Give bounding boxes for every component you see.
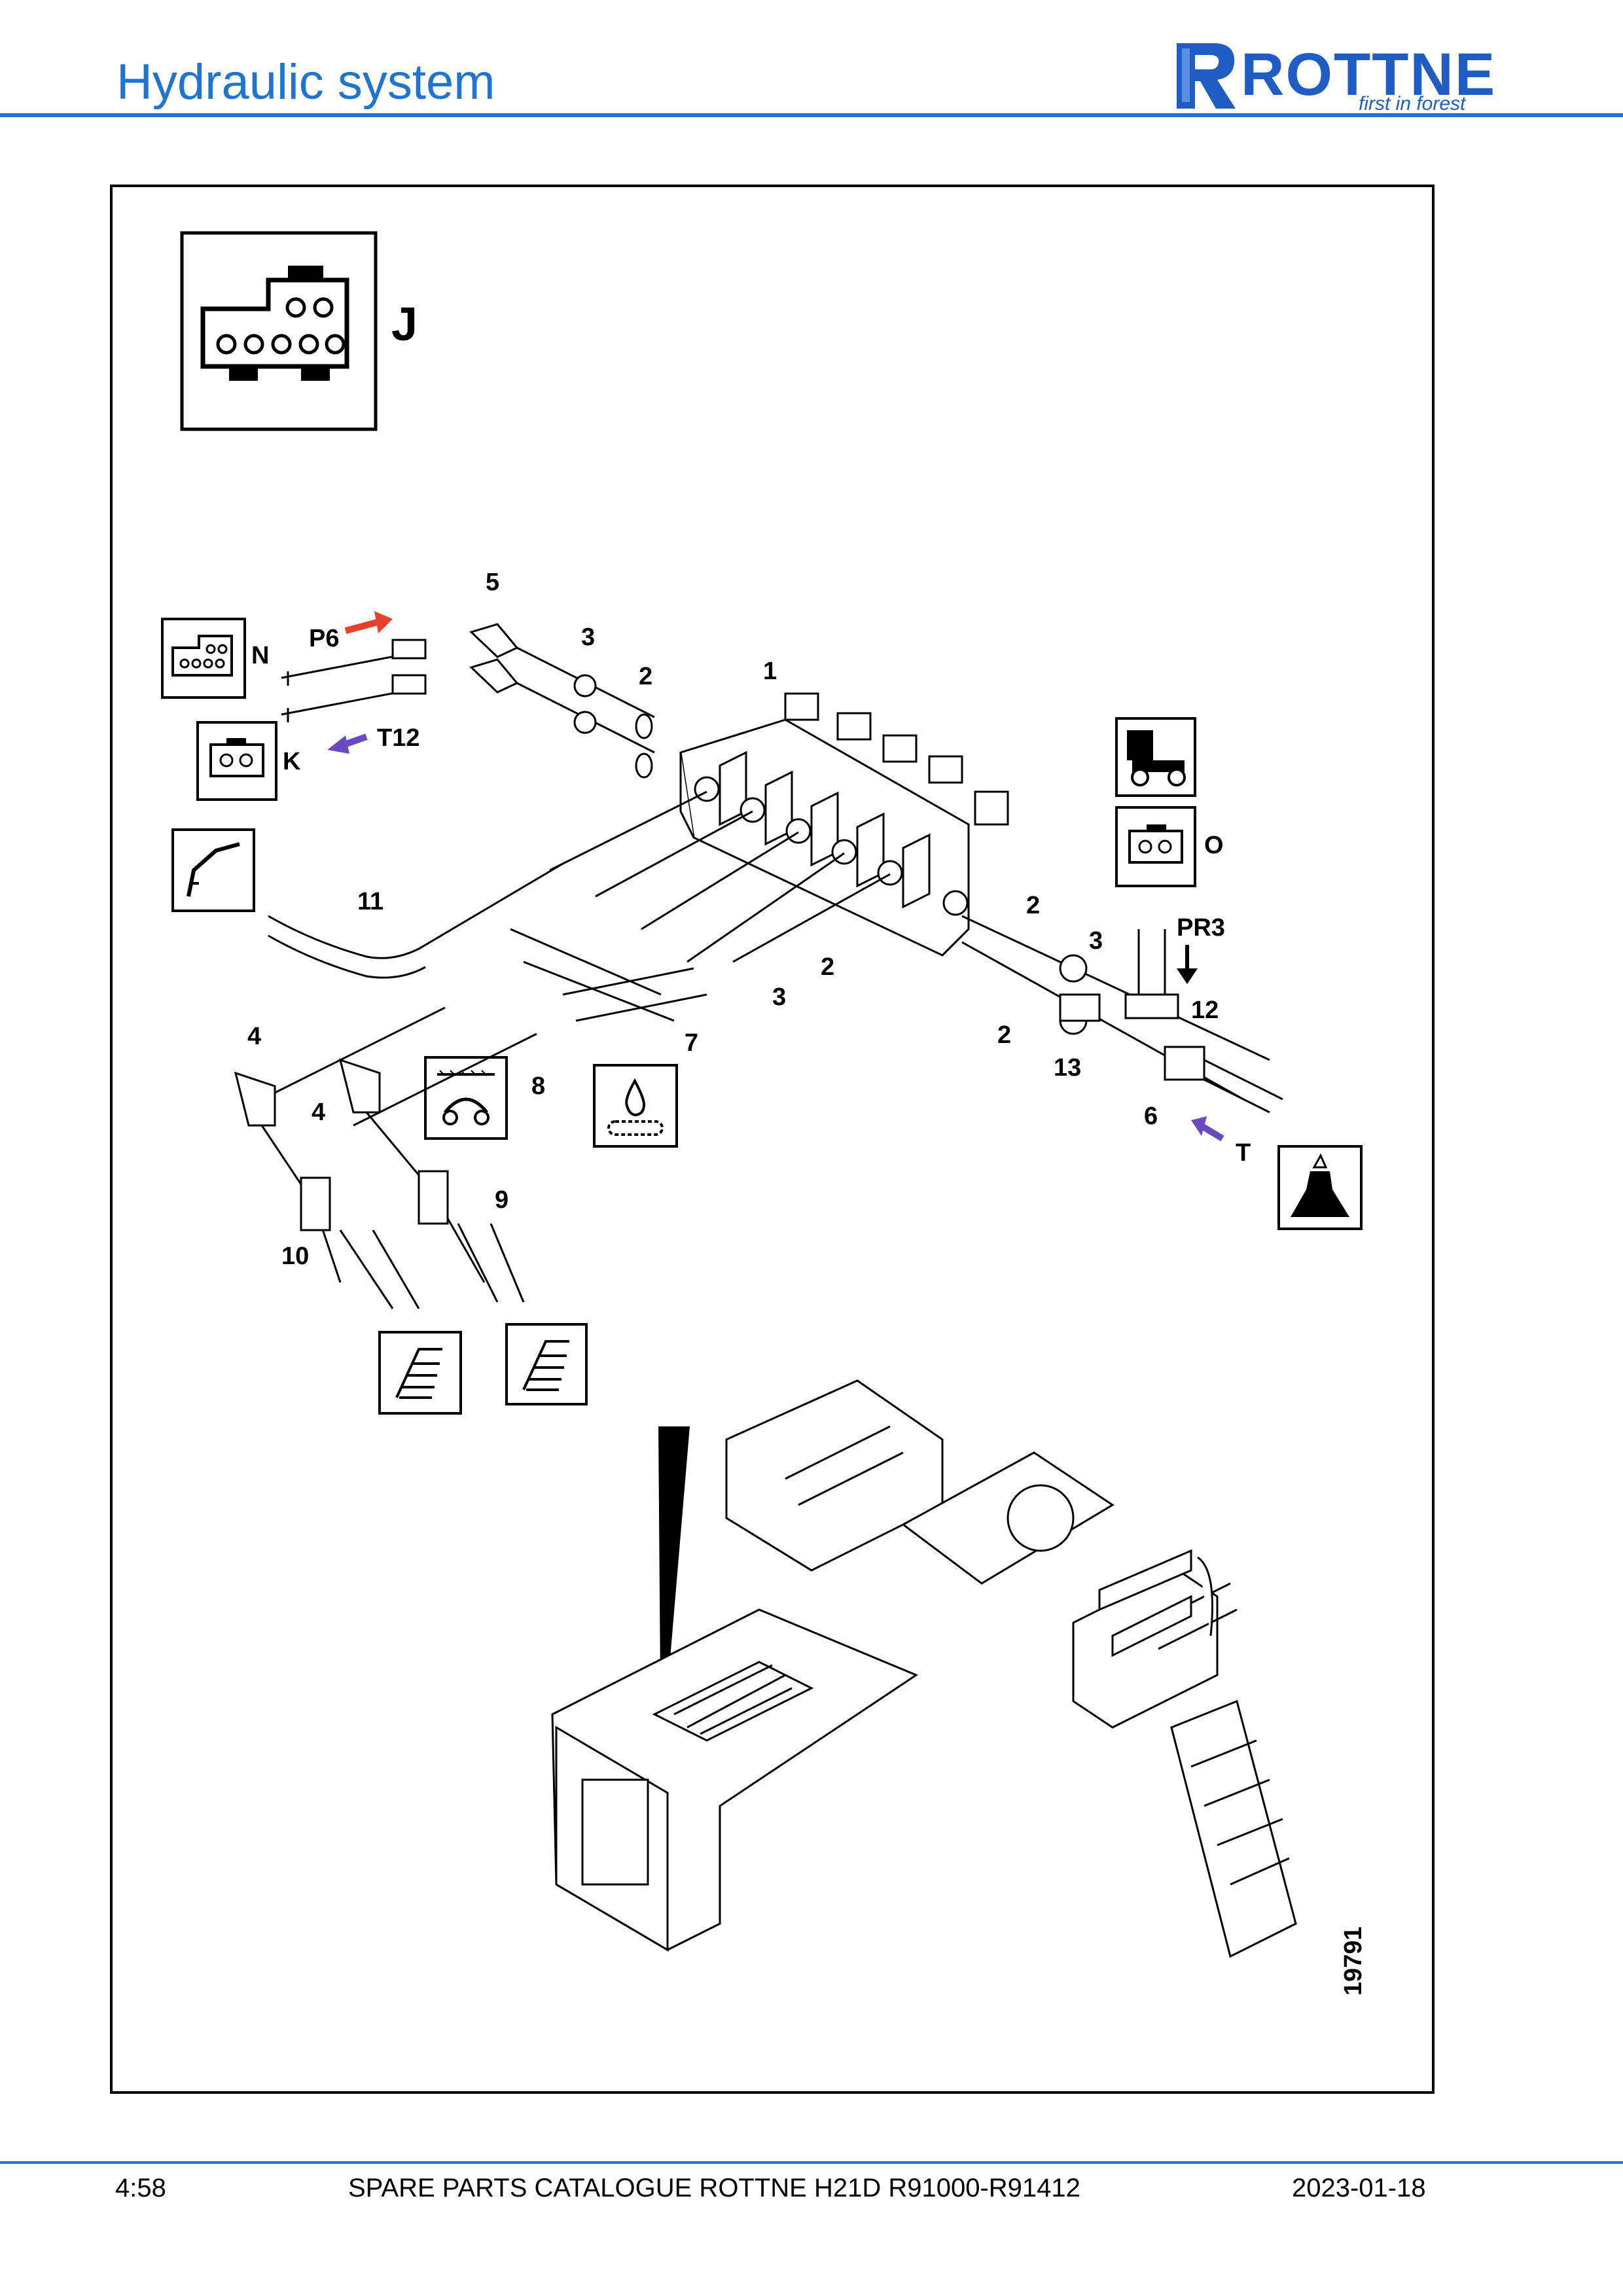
page-title: Hydraulic system: [116, 54, 495, 110]
item-label: 9: [495, 1186, 508, 1214]
item-label: 8: [531, 1072, 545, 1100]
connector-n-label: N: [251, 642, 269, 669]
stump-symbol-icon: [1277, 1145, 1363, 1230]
logo-tagline: first in forest: [1359, 93, 1466, 115]
return-arrow-t12-icon: [327, 733, 368, 754]
page-number: 4:58: [115, 2174, 166, 2202]
footer-divider: [0, 2161, 1623, 2164]
crane-arm-symbol-icon: [171, 828, 255, 912]
cooler-symbol-icon: [424, 1056, 508, 1140]
port-p6-label: P6: [309, 625, 339, 652]
item-label: 5: [486, 569, 499, 596]
section-symbol-j-icon: [180, 231, 378, 431]
item-label: 4: [312, 1099, 325, 1126]
figure-frame: [110, 185, 1435, 2094]
pressure-arrow-pr3-icon: [1177, 945, 1198, 984]
item-label: 4: [247, 1023, 261, 1050]
logo-brand: ROTTNE: [1241, 41, 1497, 108]
item-label: 7: [685, 1029, 698, 1057]
hose-assemblies: [234, 623, 1283, 1309]
catalogue-title: SPARE PARTS CATALOGUE ROTTNE H21D R91000…: [348, 2174, 1080, 2202]
connector-o-label: O: [1204, 832, 1224, 859]
forwarder-symbol-icon: [1115, 717, 1196, 797]
item-label: 6: [1144, 1103, 1158, 1130]
item-label: 2: [639, 663, 652, 690]
connector-k-icon: [196, 721, 277, 801]
steps-symbol-left-icon: [378, 1331, 462, 1415]
connector-n-icon: [161, 618, 246, 699]
section-letter: J: [391, 298, 418, 351]
pressure-arrow-p6-icon: [344, 611, 393, 634]
header-divider: [0, 113, 1623, 117]
rottne-r-emblem-icon: [1177, 43, 1236, 109]
item-label: 11: [357, 888, 383, 915]
item-label: 3: [772, 983, 786, 1011]
steps-symbol-right-icon: [505, 1323, 588, 1405]
item-label: 2: [821, 953, 834, 981]
item-label: 3: [1089, 927, 1103, 955]
connector-o-icon: [1115, 806, 1196, 887]
document-date: 2023-01-18: [1292, 2174, 1426, 2202]
port-t12-label: T12: [377, 724, 419, 752]
item-label: 10: [281, 1243, 309, 1270]
item-label: 12: [1191, 997, 1219, 1024]
item-label: 13: [1054, 1054, 1081, 1082]
connector-k-label: K: [283, 748, 301, 775]
return-arrow-t-icon: [1191, 1116, 1224, 1142]
item-label: 3: [581, 624, 595, 651]
item-label: 2: [997, 1021, 1011, 1049]
drawing-number: 19791: [1340, 1926, 1367, 1996]
item-label: 2: [1026, 892, 1040, 919]
oil-drop-symbol-icon: [593, 1064, 678, 1148]
port-pr3-label: PR3: [1177, 914, 1225, 942]
machine-frame-illustration: [551, 1379, 1297, 1958]
item-label: 1: [763, 658, 777, 685]
control-valve-block: [679, 692, 1009, 957]
port-t-label: T: [1236, 1139, 1251, 1167]
rottne-logo: ROTTNE first in forest: [1170, 37, 1510, 115]
